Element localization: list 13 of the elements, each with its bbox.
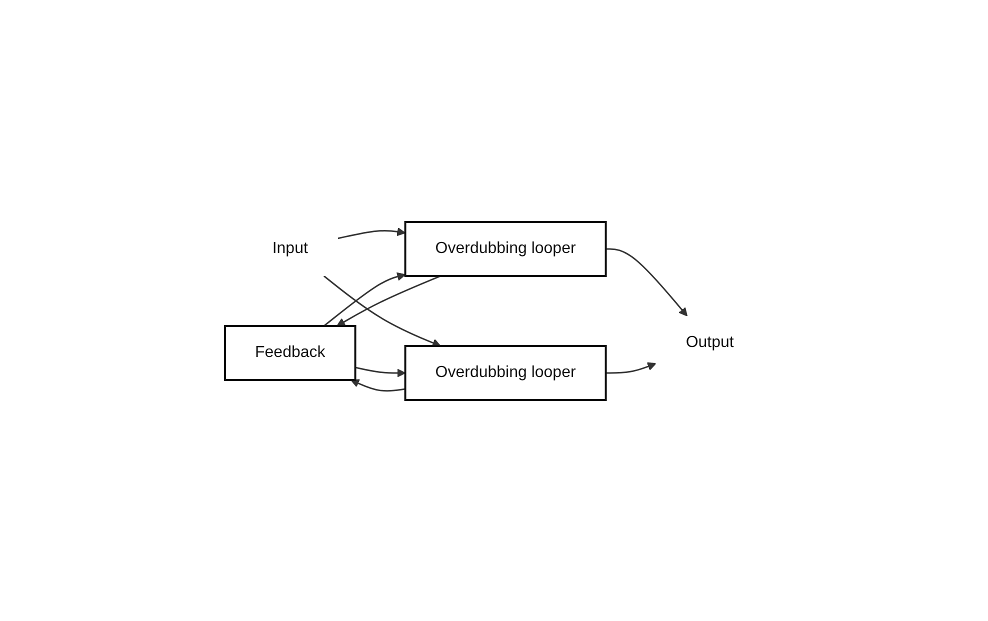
arrow (605, 248, 688, 316)
node-box: Overdubbing looper (404, 220, 606, 276)
arrow (323, 274, 440, 347)
node-text: Output (685, 334, 734, 350)
arrow (323, 272, 406, 326)
arrow (350, 378, 405, 392)
node-text: Input (272, 240, 308, 256)
arrow (337, 226, 406, 239)
node-box: Overdubbing looper (404, 344, 606, 400)
node-box: Feedback (224, 324, 356, 380)
arrow (354, 366, 406, 377)
arrow (605, 362, 656, 374)
arrow (336, 274, 440, 326)
